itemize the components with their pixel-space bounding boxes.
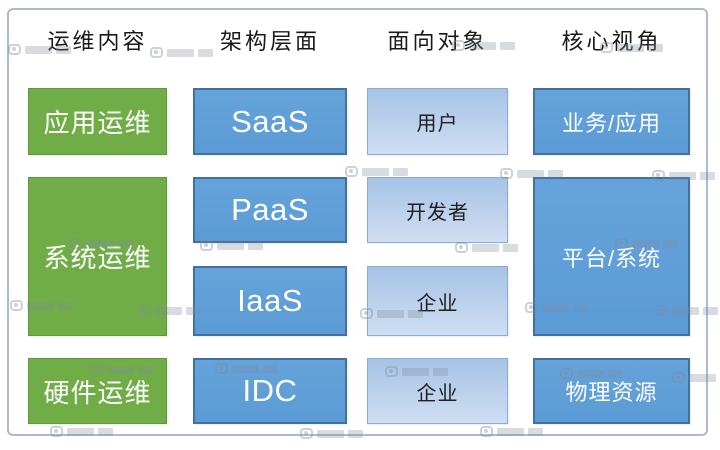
column-header-core-perspective: 核心视角 xyxy=(561,29,662,54)
diagram-box: SaaS xyxy=(193,88,347,155)
diagram-box: 物理资源 xyxy=(533,358,690,424)
watermark-icon xyxy=(50,426,113,437)
diagram-box: 企业 xyxy=(367,358,508,424)
diagram-box: 开发者 xyxy=(367,177,508,243)
diagram-box: IaaS xyxy=(193,266,347,336)
diagram-box: PaaS xyxy=(193,177,347,243)
diagram-box: 硬件运维 xyxy=(28,358,167,424)
watermark-icon xyxy=(345,166,408,177)
diagram-box: 系统运维 xyxy=(28,177,167,336)
column-header-architecture-layer: 架构层面 xyxy=(219,29,320,54)
diagram-box: 平台/系统 xyxy=(533,177,690,336)
column-header-operations-content: 运维内容 xyxy=(47,29,148,54)
diagram-box: IDC xyxy=(193,358,347,424)
diagram-box: 用户 xyxy=(367,88,508,155)
diagram-box: 业务/应用 xyxy=(533,88,690,155)
watermark-icon xyxy=(480,426,543,437)
diagram-box: 应用运维 xyxy=(28,88,167,155)
diagram-box: 企业 xyxy=(367,266,508,336)
watermark-icon xyxy=(455,242,518,253)
watermark-icon xyxy=(300,428,363,439)
column-header-target-audience: 面向对象 xyxy=(387,29,488,54)
